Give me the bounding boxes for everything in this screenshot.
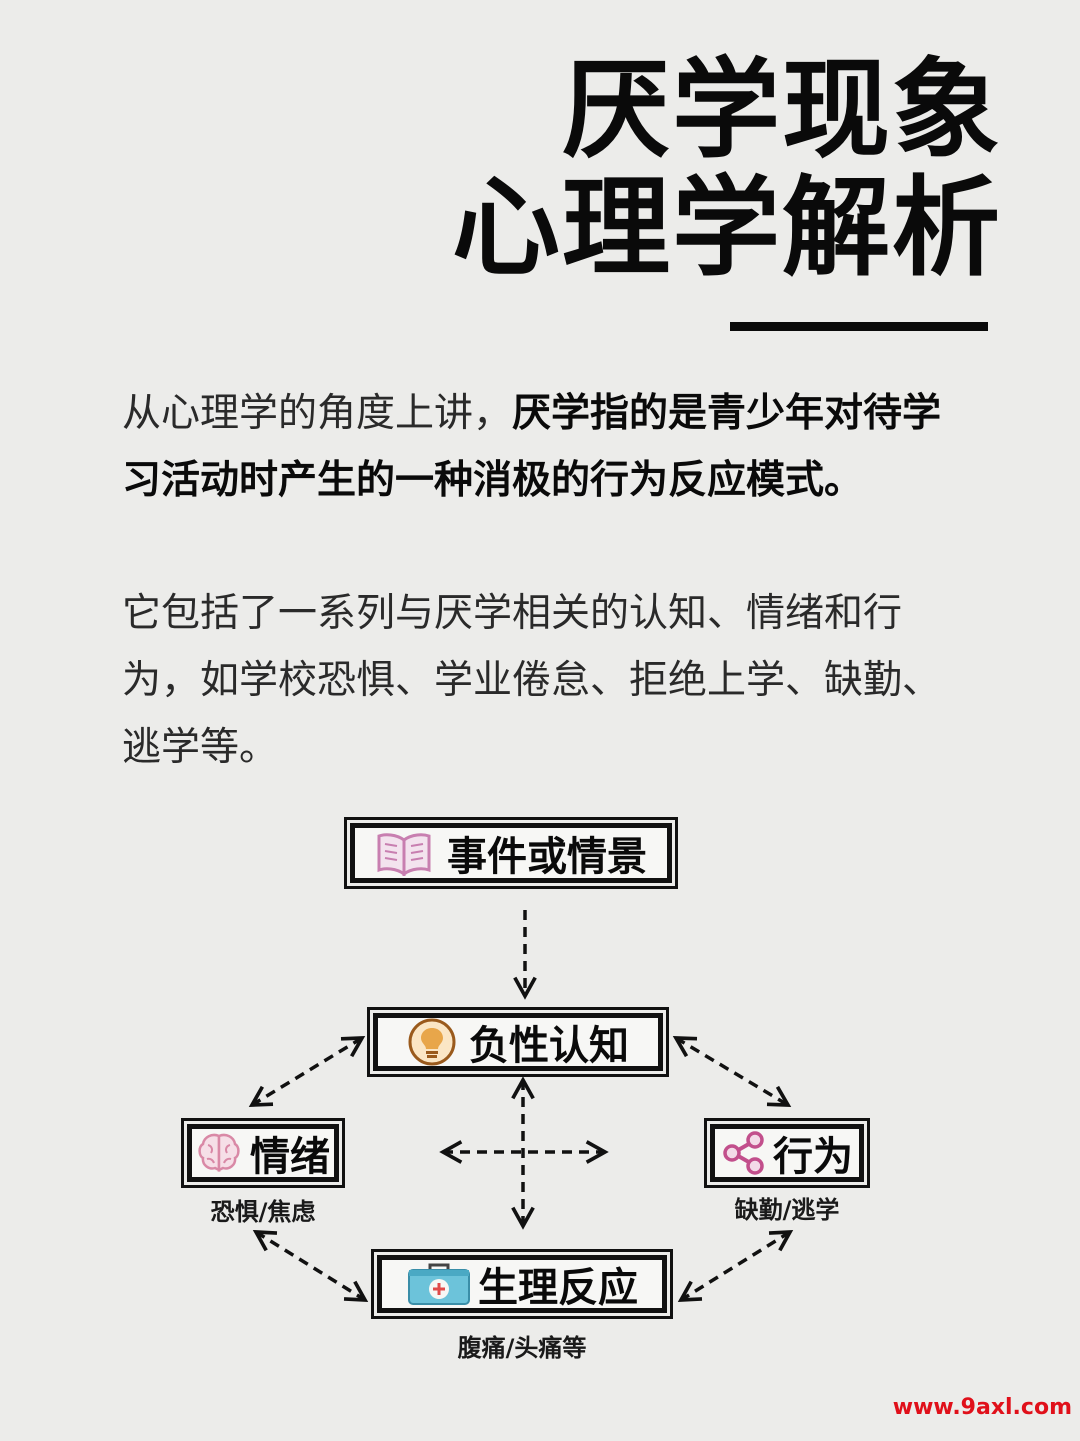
node-cognition: 负性认知 bbox=[373, 1013, 663, 1071]
node-event-label: 事件或情景 bbox=[447, 834, 647, 880]
title-line-1: 厌学现象 bbox=[561, 48, 1002, 173]
arrow-cognition-emotion bbox=[248, 1036, 366, 1107]
definition-bold: 厌学指的是青少年对待学习活动时产生的一种消极的行为反应模式。 bbox=[122, 391, 942, 503]
book-icon bbox=[377, 833, 431, 876]
definition-paragraph: 从心理学的角度上讲，厌学指的是青少年对待学习活动时产生的一种消极的行为反应模式。 bbox=[122, 380, 962, 514]
node-behavior: 行为 bbox=[710, 1124, 864, 1182]
node-emotion-label: 情绪 bbox=[250, 1134, 330, 1180]
behavior-note: 缺勤/逃学 bbox=[734, 1196, 840, 1224]
title-line-2: 心理学解析 bbox=[451, 166, 1002, 291]
definition-intro: 从心理学的角度上讲， bbox=[122, 391, 513, 436]
title-underline bbox=[730, 322, 988, 331]
lightbulb-icon bbox=[408, 1018, 456, 1066]
physiology-note: 腹痛/头痛等 bbox=[457, 1334, 587, 1362]
node-behavior-label: 行为 bbox=[773, 1134, 853, 1180]
arrow-cognition-behavior bbox=[672, 1036, 792, 1107]
brain-icon bbox=[198, 1133, 240, 1173]
node-event: 事件或情景 bbox=[350, 823, 672, 883]
emotion-note: 恐惧/焦虑 bbox=[210, 1198, 316, 1226]
node-cognition-label: 负性认知 bbox=[469, 1023, 629, 1069]
node-emotion: 情绪 bbox=[187, 1124, 339, 1182]
node-physiology-label: 生理反应 bbox=[478, 1265, 638, 1311]
first-aid-kit-icon bbox=[408, 1263, 470, 1305]
arrow-behavior-physiology bbox=[677, 1229, 794, 1303]
node-physiology: 生理反应 bbox=[377, 1255, 667, 1313]
arrow-emotion-physiology bbox=[252, 1229, 369, 1303]
share-icon bbox=[723, 1131, 764, 1175]
watermark: www.9axl.com bbox=[892, 1395, 1072, 1420]
scope-paragraph: 它包括了一系列与厌学相关的认知、情绪和行为，如学校恐惧、学业倦怠、拒绝上学、缺勤… bbox=[122, 591, 942, 770]
